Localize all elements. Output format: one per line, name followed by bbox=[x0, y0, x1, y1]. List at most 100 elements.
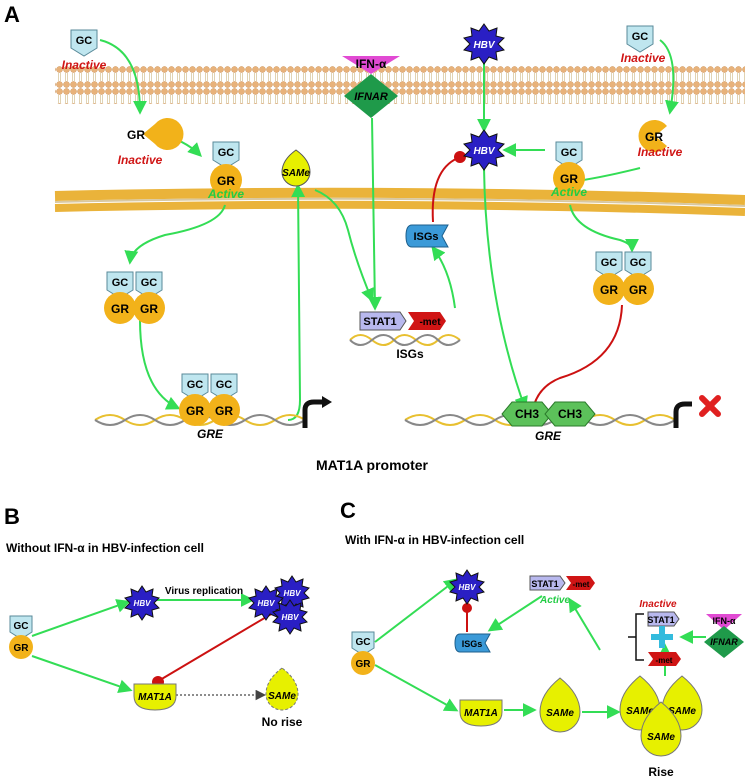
stat1-met-a: STAT1 -met ISGs bbox=[359, 311, 446, 361]
svg-text:GC: GC bbox=[218, 147, 235, 159]
svg-text:GR: GR bbox=[127, 128, 145, 142]
isgs-c: ISGs bbox=[454, 633, 491, 653]
gr-inactive-left: GR Inactive bbox=[118, 117, 184, 167]
svg-text:GC: GC bbox=[141, 277, 158, 289]
ifn-ifnar-c: IFN-α IFNAR bbox=[704, 614, 744, 658]
svg-text:Inactive: Inactive bbox=[621, 51, 666, 65]
svg-text:MAT1A: MAT1A bbox=[464, 708, 498, 719]
svg-text:CH3: CH3 bbox=[515, 407, 539, 421]
inactive-label-c: Inactive bbox=[639, 599, 677, 610]
block-x-icon bbox=[699, 395, 721, 417]
svg-text:-met: -met bbox=[656, 656, 673, 665]
hbv-b-cluster: HBV HBV HBV bbox=[248, 575, 310, 635]
gc-gr-active-right: GC GR Active bbox=[550, 141, 587, 199]
gc-gr-dimer-gre: GC GC GR GR bbox=[179, 373, 240, 426]
svg-text:GR: GR bbox=[600, 283, 618, 297]
svg-text:GC: GC bbox=[216, 379, 233, 391]
svg-text:CH3: CH3 bbox=[558, 407, 582, 421]
panel-b-label: B bbox=[4, 504, 20, 529]
svg-text:HBV: HBV bbox=[473, 40, 495, 51]
svg-text:GC: GC bbox=[112, 277, 129, 289]
svg-text:GC: GC bbox=[632, 31, 649, 43]
svg-text:Active: Active bbox=[550, 185, 587, 199]
virus-replication-label: Virus replication bbox=[165, 586, 243, 597]
svg-text:GR: GR bbox=[215, 404, 233, 418]
svg-text:GC: GC bbox=[76, 35, 93, 47]
svg-text:STAT1: STAT1 bbox=[363, 316, 396, 328]
hbv-inside: HBV bbox=[463, 129, 505, 171]
svg-text:IFN-α: IFN-α bbox=[712, 616, 735, 626]
svg-text:HBV: HBV bbox=[258, 599, 276, 608]
gre-right: GRE bbox=[535, 429, 562, 443]
nuclear-membrane bbox=[54, 187, 745, 205]
isgs-protein-a: ISGs bbox=[405, 224, 449, 248]
svg-text:GR: GR bbox=[629, 283, 647, 297]
svg-text:GR: GR bbox=[14, 643, 30, 654]
svg-text:IFNAR: IFNAR bbox=[354, 91, 388, 103]
gc-gr-dimer-right: GC GC GR GR bbox=[593, 251, 654, 305]
svg-text:GR: GR bbox=[186, 404, 204, 418]
panel-b-title: Without IFN-α in HBV-infection cell bbox=[6, 541, 204, 555]
panel-c-label: C bbox=[340, 498, 356, 523]
stat1-met-active-c: STAT1 -met Active bbox=[529, 575, 595, 606]
svg-text:GC: GC bbox=[356, 637, 371, 648]
panel-c-title: With IFN-α in HBV-infection cell bbox=[345, 533, 524, 547]
svg-text:SAMe: SAMe bbox=[668, 706, 696, 717]
svg-text:SAMe: SAMe bbox=[282, 168, 310, 179]
gc-inactive-left: GC Inactive bbox=[62, 29, 107, 72]
svg-text:-met: -met bbox=[419, 317, 441, 328]
gre-left: GRE bbox=[197, 427, 224, 441]
svg-text:HBV: HBV bbox=[473, 146, 495, 157]
no-rise-label: No rise bbox=[262, 715, 303, 729]
gc-gr-c: GC GR bbox=[351, 631, 375, 675]
mat1a-inhibits-hbv bbox=[159, 609, 279, 681]
cell-membrane bbox=[55, 66, 745, 104]
same-c-single: SAMe bbox=[539, 677, 581, 733]
svg-text:STAT1: STAT1 bbox=[531, 579, 558, 589]
svg-text:IFN-α: IFN-α bbox=[356, 57, 387, 71]
ifn-alpha-receptor: IFN-α IFNAR bbox=[342, 56, 400, 118]
panel-a-label: A bbox=[4, 2, 20, 27]
dna-isgs bbox=[349, 334, 461, 346]
svg-text:HBV: HBV bbox=[459, 583, 477, 592]
panel-c-arrows bbox=[374, 578, 706, 719]
same-drop-a: SAMe bbox=[281, 149, 311, 187]
svg-text:GC: GC bbox=[14, 621, 29, 632]
svg-text:Active: Active bbox=[539, 595, 570, 606]
transcription-arrow-left bbox=[302, 399, 324, 428]
svg-text:GR: GR bbox=[111, 302, 129, 316]
svg-text:GC: GC bbox=[601, 257, 618, 269]
svg-text:Active: Active bbox=[207, 187, 244, 201]
svg-text:GR: GR bbox=[356, 659, 372, 670]
svg-text:-met: -met bbox=[573, 580, 590, 589]
svg-text:SAMe: SAMe bbox=[647, 732, 675, 743]
svg-text:IFNAR: IFNAR bbox=[710, 637, 738, 647]
mat1a-b: MAT1A bbox=[133, 683, 177, 711]
svg-text:ISGs: ISGs bbox=[413, 231, 438, 243]
hbv-b-single: HBV bbox=[124, 585, 160, 621]
svg-text:MAT1A: MAT1A bbox=[138, 692, 172, 703]
hbv-c: HBV bbox=[449, 569, 485, 605]
svg-text:SAMe: SAMe bbox=[268, 691, 296, 702]
isgs-gene-label: ISGs bbox=[396, 347, 424, 361]
svg-text:GR: GR bbox=[140, 302, 158, 316]
svg-text:HBV: HBV bbox=[284, 589, 302, 598]
svg-text:SAMe: SAMe bbox=[546, 708, 574, 719]
gc-inactive-right: GC Inactive bbox=[621, 25, 666, 65]
svg-text:SAMe: SAMe bbox=[626, 706, 654, 717]
svg-text:GC: GC bbox=[630, 257, 647, 269]
ch3-methylation: CH3 CH3 bbox=[501, 401, 596, 427]
panel-b-arrows bbox=[31, 593, 255, 693]
plus-icon bbox=[651, 626, 673, 648]
svg-text:Inactive: Inactive bbox=[118, 153, 163, 167]
svg-text:GC: GC bbox=[561, 147, 578, 159]
same-b: SAMe No rise bbox=[262, 667, 303, 729]
hbv-outside: HBV bbox=[463, 23, 505, 65]
rise-label: Rise bbox=[648, 765, 674, 779]
gc-gr-dimer-left: GC GC GR GR bbox=[104, 271, 165, 324]
transcription-arrow-right bbox=[673, 401, 692, 428]
gr-inactive-right: GR Inactive bbox=[638, 119, 683, 159]
svg-text:GR: GR bbox=[560, 172, 578, 186]
gc-gr-active-left: GC GR Active bbox=[207, 141, 244, 201]
